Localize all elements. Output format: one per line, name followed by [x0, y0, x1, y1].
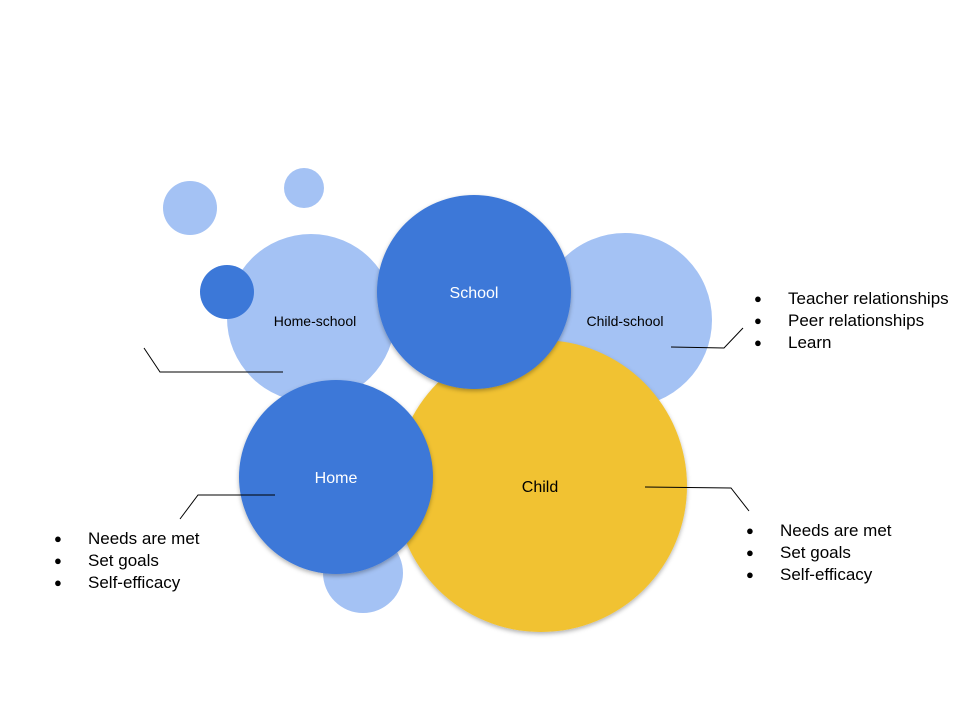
- child-school-list: Teacher relationships Peer relationships…: [754, 288, 954, 354]
- child-school-label: Child-school: [586, 313, 663, 329]
- list-item: Peer relationships: [754, 310, 954, 332]
- decorative-circle: [284, 168, 324, 208]
- child-circle: [395, 340, 687, 632]
- home-callout-line: [179, 494, 275, 520]
- school-label: School: [450, 285, 499, 302]
- home-label: Home: [315, 470, 358, 487]
- list-item: Set goals: [54, 550, 254, 572]
- list-item: Learn: [754, 332, 954, 354]
- list-item: Set goals: [746, 542, 946, 564]
- list-item: Needs are met: [54, 528, 254, 550]
- school-circle: [377, 195, 571, 389]
- decorative-circle: [163, 181, 217, 235]
- list-item: Self-efficacy: [54, 572, 254, 594]
- list-item: Teacher relationships: [754, 288, 954, 310]
- list-item: Self-efficacy: [746, 564, 946, 586]
- child-school-callout-line: [670, 327, 744, 349]
- list-item: Needs are met: [746, 520, 946, 542]
- child-list: Needs are met Set goals Self-efficacy: [746, 520, 946, 586]
- decorative-circle: [200, 265, 254, 319]
- home-school-circle: [227, 234, 395, 402]
- child-label: Child: [522, 479, 558, 496]
- home-school-callout-line: [143, 347, 283, 373]
- child-callout-line: [644, 486, 750, 512]
- home-school-label: Home-school: [274, 313, 356, 329]
- home-circle: [239, 380, 433, 574]
- home-list: Needs are met Set goals Self-efficacy: [54, 528, 254, 594]
